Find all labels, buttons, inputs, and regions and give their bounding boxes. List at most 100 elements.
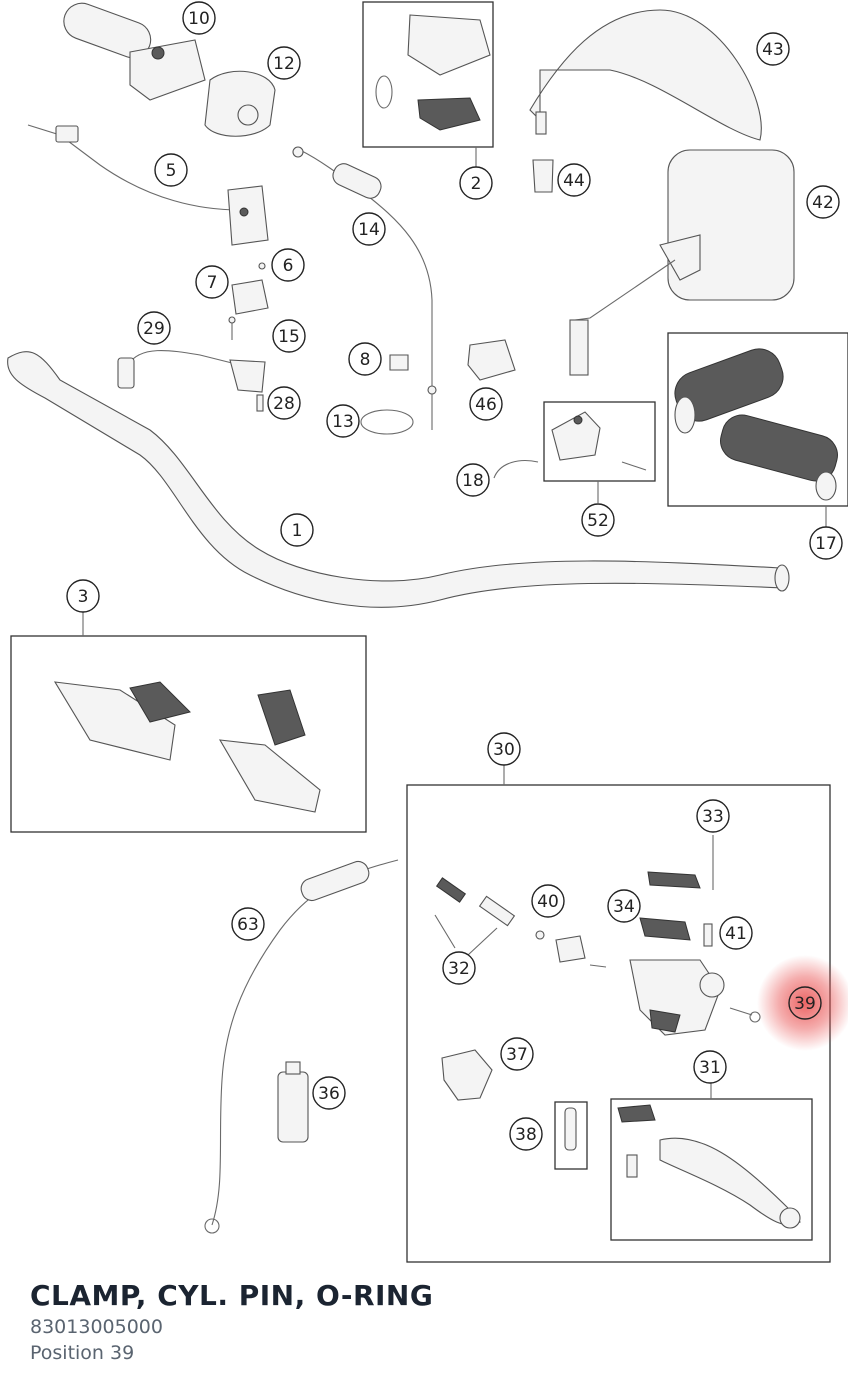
callout-32[interactable]: 32 — [442, 951, 476, 985]
callout-15[interactable]: 15 — [272, 319, 306, 353]
callout-circle — [267, 386, 301, 420]
callout-13[interactable]: 13 — [326, 404, 360, 438]
callout-circle — [352, 212, 386, 246]
callout-circle — [348, 342, 382, 376]
brake-hose-63-part[interactable] — [204, 859, 399, 1234]
mirror-42-part[interactable] — [569, 149, 795, 376]
callout-circle — [607, 889, 641, 923]
callout-29[interactable]: 29 — [137, 311, 171, 345]
callout-label: 14 — [358, 220, 380, 240]
callout-1[interactable]: 1 — [280, 513, 314, 547]
frame-17 — [667, 332, 848, 507]
callout-label: 18 — [462, 471, 484, 491]
callout-12[interactable]: 12 — [267, 46, 301, 80]
callout-label: 32 — [448, 959, 470, 979]
callout-10[interactable]: 10 — [182, 1, 216, 35]
callout-circle — [271, 248, 305, 282]
callout-label: 34 — [613, 897, 635, 917]
callout-52[interactable]: 52 — [581, 503, 615, 537]
callout-40[interactable]: 40 — [531, 884, 565, 918]
callout-label: 13 — [332, 412, 354, 432]
hand-guard-set-part[interactable] — [53, 681, 321, 813]
callout-label: 44 — [563, 171, 585, 191]
callout-46[interactable]: 46 — [469, 387, 503, 421]
part-title: CLAMP, CYL. PIN, O-RING — [30, 1279, 434, 1312]
exploded-parts-diagram: 1012243514444267152984628131852171330334… — [7, 0, 848, 1263]
callout-circle — [531, 884, 565, 918]
callout-39[interactable]: 39 — [788, 986, 822, 1020]
callout-33[interactable]: 33 — [696, 799, 730, 833]
callout-36[interactable]: 36 — [312, 1076, 346, 1110]
cover-34-part[interactable] — [639, 917, 691, 941]
callout-label: 38 — [515, 1125, 537, 1145]
callout-circle — [509, 1117, 543, 1151]
cap-37-part[interactable] — [441, 1049, 493, 1101]
pin-41-part[interactable] — [703, 923, 713, 947]
callout-circle — [500, 1037, 534, 1071]
callout-circle — [137, 311, 171, 345]
mirror-nut-44-part[interactable] — [532, 159, 554, 193]
throttle-grip-part[interactable] — [59, 0, 206, 101]
callout-3[interactable]: 3 — [66, 579, 100, 613]
wiring-harness-part[interactable] — [27, 124, 269, 246]
callout-label: 10 — [188, 9, 210, 29]
sensor-cable-part[interactable] — [117, 350, 266, 412]
part-caption: CLAMP, CYL. PIN, O-RING 83013005000 Posi… — [30, 1278, 820, 1366]
callout-34[interactable]: 34 — [607, 889, 641, 923]
callout-42[interactable]: 42 — [806, 185, 840, 219]
callout-circle — [806, 185, 840, 219]
callout-18[interactable]: 18 — [456, 463, 490, 497]
callout-label: 46 — [475, 395, 497, 415]
clamp-cylpin-oring-39-part[interactable] — [729, 1007, 761, 1023]
switch-cover-part[interactable] — [375, 14, 491, 131]
brake-cylinder-part[interactable] — [629, 959, 725, 1036]
callout-28[interactable]: 28 — [267, 386, 301, 420]
switch-housing-part[interactable] — [228, 262, 269, 340]
callout-label: 42 — [812, 193, 834, 213]
mirror-clamp-52-part[interactable] — [551, 411, 647, 471]
callout-circle — [696, 799, 730, 833]
callout-8[interactable]: 8 — [348, 342, 382, 376]
mirror-43-part[interactable] — [529, 9, 762, 141]
callout-6[interactable]: 6 — [271, 248, 305, 282]
callout-41[interactable]: 41 — [719, 916, 753, 950]
part-position: Position 39 — [30, 1342, 135, 1364]
callout-7[interactable]: 7 — [195, 265, 229, 299]
bellows-40-part[interactable] — [535, 930, 607, 968]
callout-circle — [469, 387, 503, 421]
callout-37[interactable]: 37 — [500, 1037, 534, 1071]
throttle-cover-part[interactable] — [204, 70, 276, 137]
callout-circle — [66, 579, 100, 613]
o-ring-13-part[interactable] — [360, 409, 414, 435]
callout-43[interactable]: 43 — [756, 32, 790, 66]
grip-17-part[interactable] — [669, 343, 842, 501]
highlight-glow — [757, 955, 848, 1051]
clamp-46-part[interactable] — [467, 339, 516, 381]
callout-30[interactable]: 30 — [487, 732, 521, 766]
cable-tie-18-part[interactable] — [493, 460, 539, 479]
callout-label: 31 — [699, 1058, 721, 1078]
callout-38[interactable]: 38 — [509, 1117, 543, 1151]
callout-31[interactable]: 31 — [693, 1050, 727, 1084]
callout-circle — [693, 1050, 727, 1084]
callout-2[interactable]: 2 — [459, 166, 493, 200]
callout-circle — [272, 319, 306, 353]
callout-circle — [154, 153, 188, 187]
clip-8-part[interactable] — [389, 354, 409, 371]
callout-label: 7 — [207, 273, 218, 293]
screw-kit-33-part[interactable] — [647, 835, 714, 890]
callout-14[interactable]: 14 — [352, 212, 386, 246]
callout-label: 63 — [237, 915, 259, 935]
piston-kit-32-part[interactable] — [434, 877, 516, 956]
callout-17[interactable]: 17 — [809, 526, 843, 560]
handlebar-part[interactable] — [7, 351, 790, 608]
callout-circle — [456, 463, 490, 497]
callout-circle — [557, 163, 591, 197]
throttle-cable-part[interactable] — [292, 146, 437, 430]
brake-lever-31-part[interactable] — [617, 1104, 801, 1229]
brake-fluid-36-part[interactable] — [277, 1061, 309, 1143]
callout-5[interactable]: 5 — [154, 153, 188, 187]
frame-38 — [554, 1101, 588, 1170]
callout-63[interactable]: 63 — [231, 907, 265, 941]
callout-44[interactable]: 44 — [557, 163, 591, 197]
